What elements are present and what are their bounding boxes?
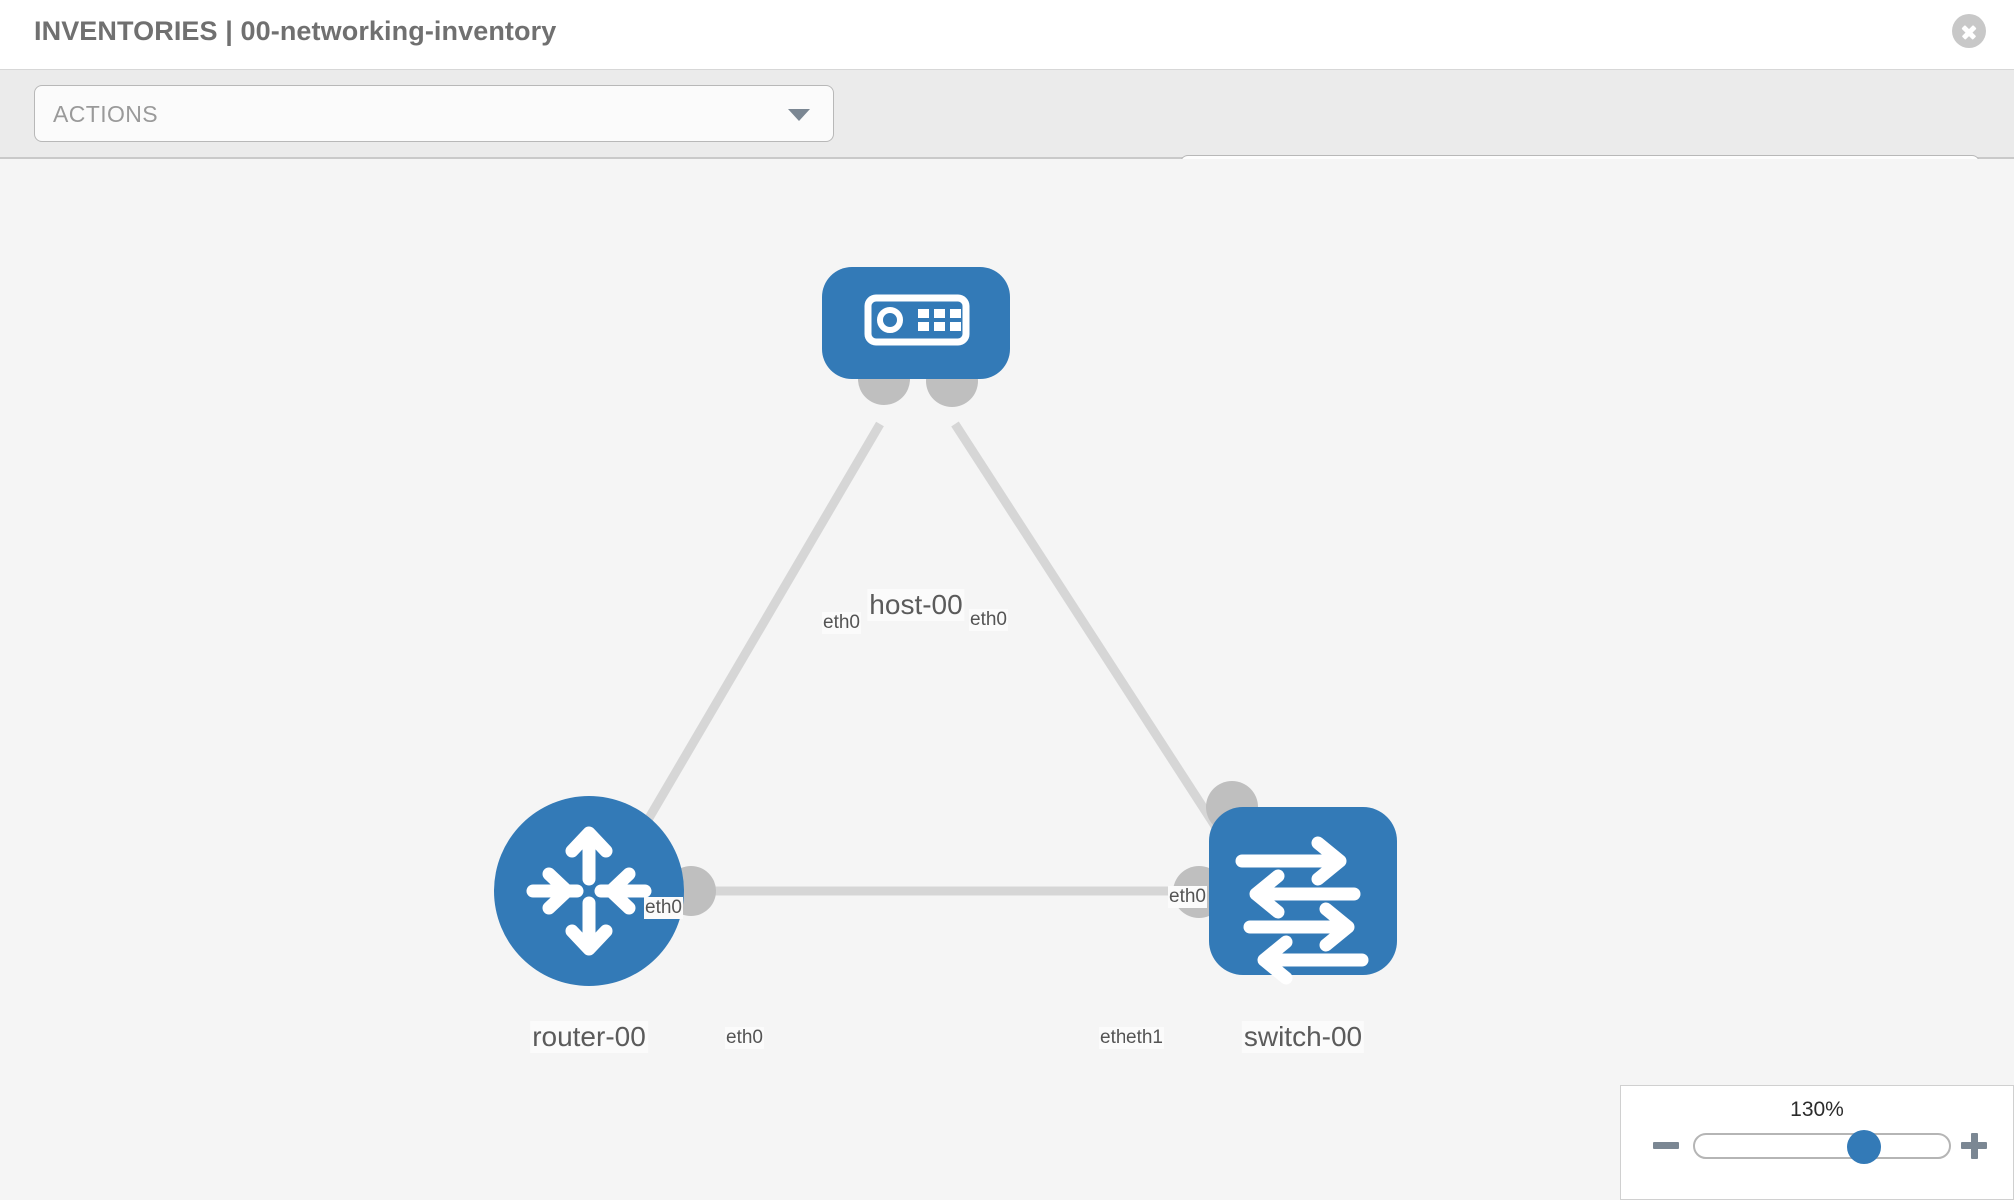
zoom-out-button[interactable] <box>1651 1130 1681 1160</box>
port-label: eth0 <box>822 612 861 634</box>
zoom-slider-thumb[interactable] <box>1847 1130 1882 1164</box>
topology-graph <box>494 267 1397 986</box>
page-header: INVENTORIES | 00-networking-inventory <box>0 0 2014 70</box>
node-host-00 <box>822 267 1010 379</box>
port-label: eth1 <box>1125 1027 1164 1049</box>
node-router-00 <box>494 796 684 986</box>
node-label-host-00: host-00 <box>867 589 965 621</box>
zoom-control: 130% <box>1620 1085 2014 1200</box>
node-switch-00 <box>1209 807 1397 985</box>
port-label: eth <box>1099 1027 1128 1049</box>
toolbar: ACTIONS <box>0 70 2014 212</box>
page-title: INVENTORIES | 00-networking-inventory <box>34 16 557 46</box>
chevron-down-icon <box>788 109 810 121</box>
actions-dropdown[interactable]: ACTIONS <box>34 85 834 142</box>
port-label: eth0 <box>1168 886 1207 908</box>
zoom-in-button[interactable] <box>1959 1130 1989 1160</box>
close-icon[interactable] <box>1952 14 1986 48</box>
link-host-switch <box>951 421 1234 852</box>
zoom-slider[interactable] <box>1693 1130 1951 1164</box>
node-label-switch-00: switch-00 <box>1241 1021 1365 1053</box>
port-label: eth0 <box>725 1027 764 1049</box>
actions-dropdown-label: ACTIONS <box>53 101 159 127</box>
port-label: eth0 <box>644 897 683 919</box>
link-group <box>621 421 1234 896</box>
port-label: eth0 <box>969 609 1008 631</box>
zoom-level-value: 130% <box>1790 1098 1844 1121</box>
node-label-router-00: router-00 <box>530 1021 648 1053</box>
topology-canvas[interactable]: host-00 router-00 switch-00 eth0 eth0 et… <box>0 159 2014 1200</box>
link-host-router <box>621 421 884 862</box>
